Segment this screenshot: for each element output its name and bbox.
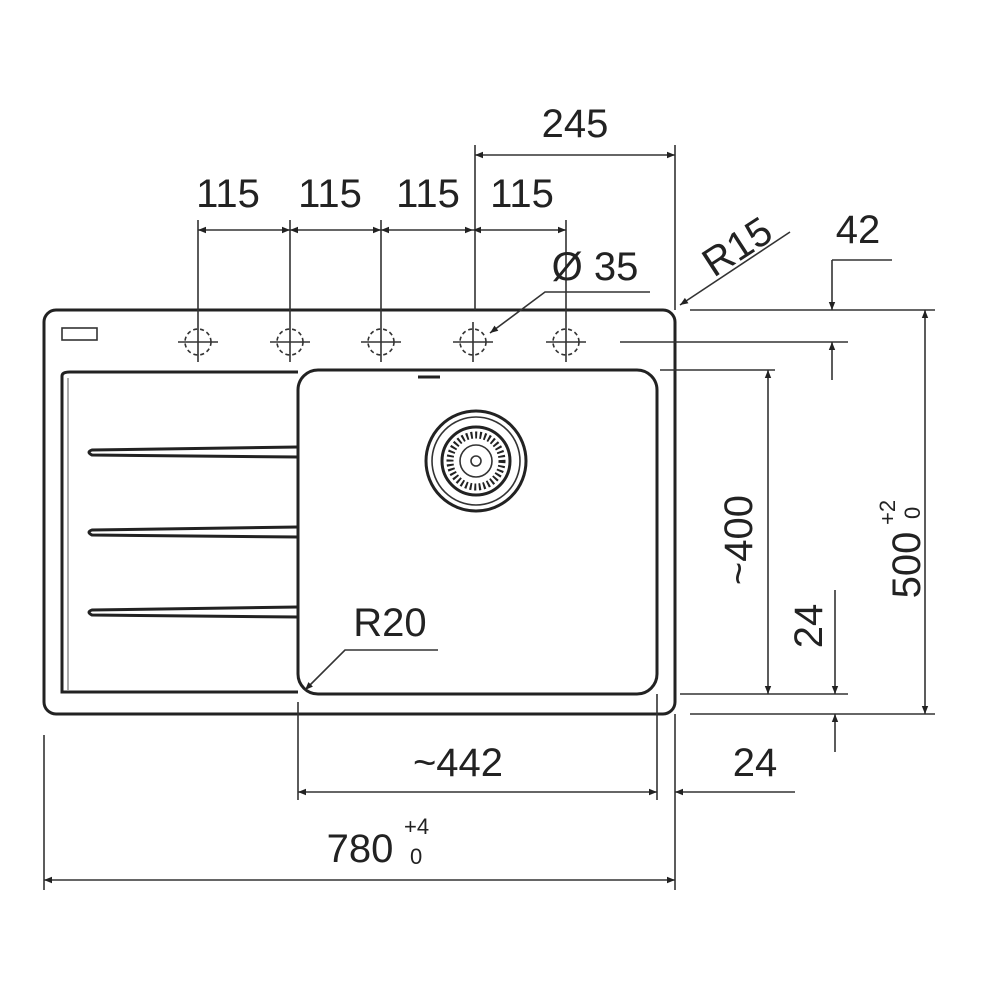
tap-hole-icon [453,322,493,362]
tap-hole-icon [546,322,586,362]
bowl [296,368,659,696]
dim-42-label: 42 [836,208,881,252]
tap-hole-icon [270,322,310,362]
tap-holes [178,322,586,362]
bowl-width-label: ~442 [413,741,503,785]
drainer-ribs [87,445,299,619]
overall-width-label: 780 +4 0 [327,814,429,871]
dim-245-label: 245 [542,102,609,146]
dim-115-label: 115 [396,172,460,216]
dim-115-label: 115 [196,172,260,216]
outer-radius-label: R15 [695,209,781,286]
dim-115-label: 115 [490,172,554,216]
overall-width-value: 780 [327,827,394,871]
brand-logo-plate [61,327,98,341]
overall-depth-label: 500 +2 0 [875,500,929,598]
drain-strainer-icon [424,409,528,513]
dim-115-label: 115 [298,172,362,216]
drainer-area [60,370,298,694]
bowl-depth-label: ~400 [717,495,761,585]
tap-hole-icon [178,322,218,362]
overall-depth-lower-tol: 0 [900,507,925,519]
bowl-right-margin-label: 24 [733,741,778,785]
sink-outline [42,308,677,716]
overall-depth-upper-tol: +2 [875,500,900,525]
overall-depth-value: 500 [885,532,929,599]
overall-width-upper-tol: +4 [404,814,429,839]
overall-width-lower-tol: 0 [410,844,422,869]
tap-hole-diameter-label: Ø 35 [552,245,639,289]
tap-hole-icon [361,322,401,362]
dimension-lines [43,145,935,890]
bowl-radius-label: R20 [353,601,426,645]
bowl-bottom-margin-label: 24 [787,604,831,649]
